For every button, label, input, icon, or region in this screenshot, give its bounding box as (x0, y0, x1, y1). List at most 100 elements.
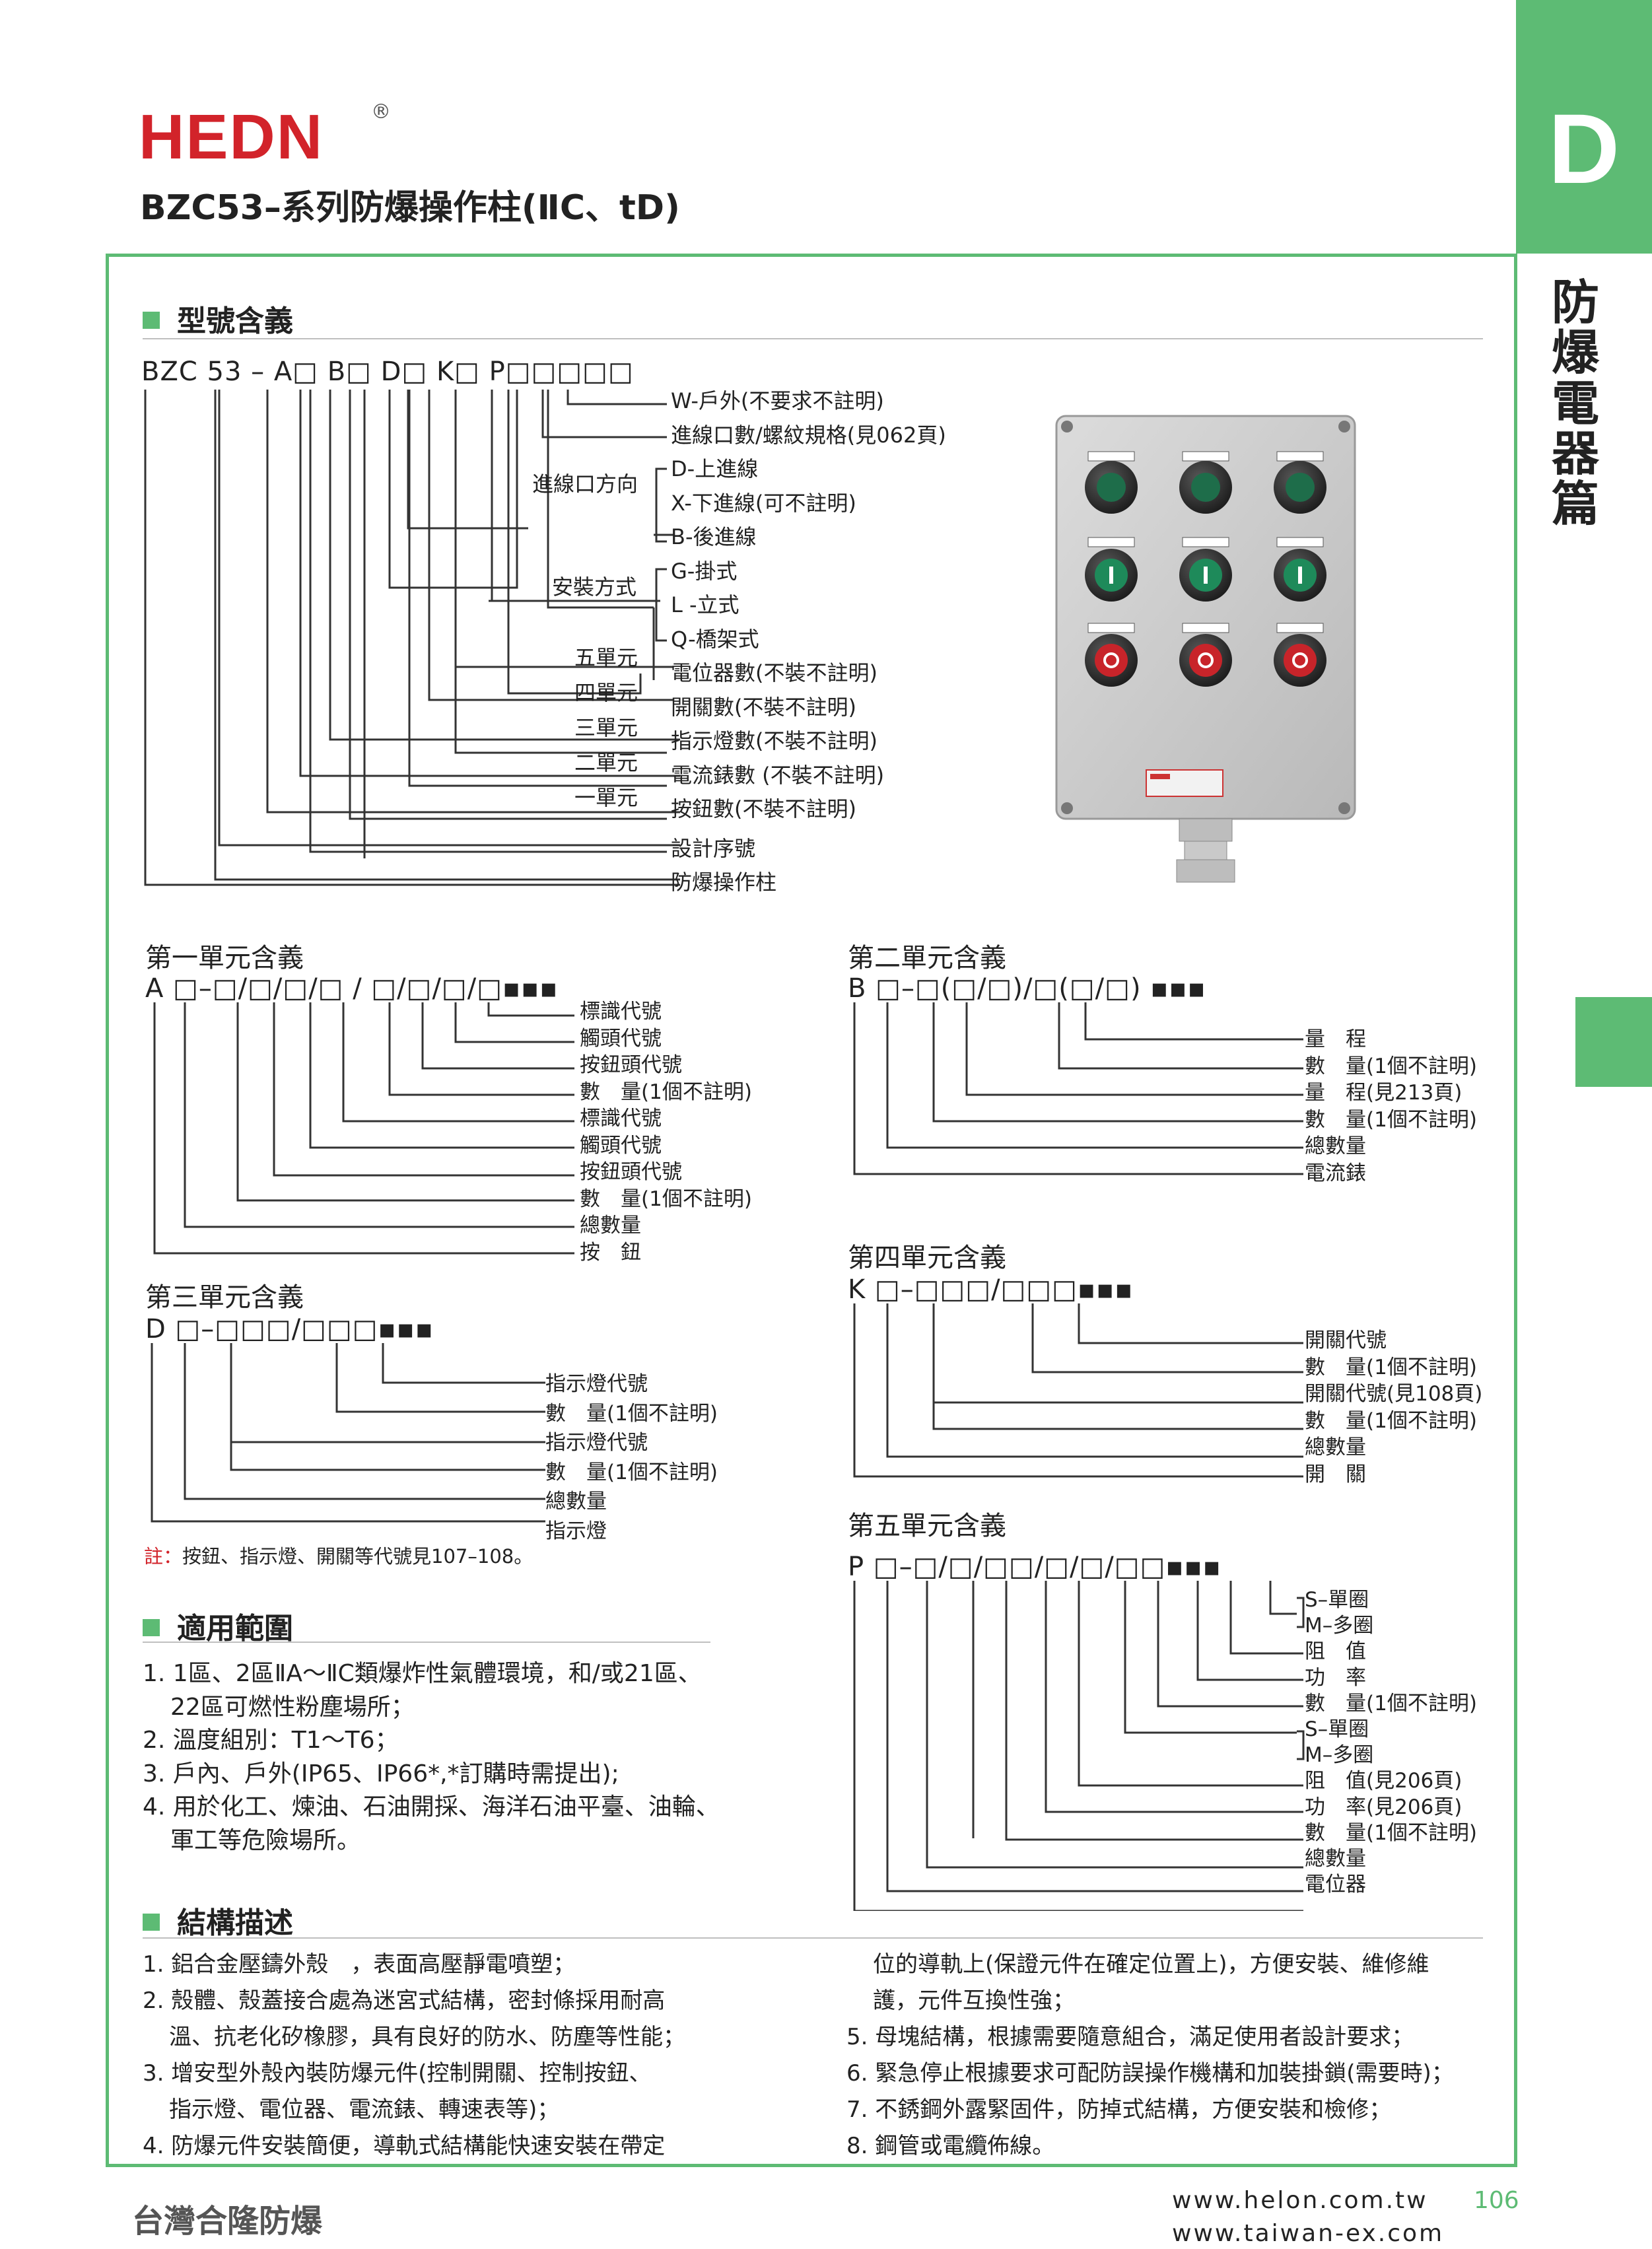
scope-item: 3. 戶內、戶外(IP65、IP66*,*訂購時需提出); (143, 1760, 619, 1787)
unit2-title: 第二單元含義 (848, 943, 1006, 973)
unit2-lines (853, 1002, 1303, 1175)
structure-item: 2. 殼體、殼蓋接合處為迷宮式結構，密封條採用耐高 (143, 1988, 666, 2014)
side-tab-letter: D (1548, 93, 1620, 204)
unit5-label: S–單圈 (1305, 1588, 1369, 1612)
structure-item: 溫、抗老化矽橡膠，具有良好的防水、防塵等性能； (169, 2024, 685, 2050)
structure-heading: 結構描述 (143, 1899, 293, 1941)
scope-rule (143, 1642, 710, 1643)
structure-item: 1. 鋁合金壓鑄外殼 ，表面高壓靜電噴塑； (143, 1951, 576, 1978)
model-label: L -立式 (671, 592, 740, 617)
unit1-label: 標識代號 (580, 1107, 662, 1130)
unit3-title: 第三單元含義 (145, 1282, 304, 1313)
model-label: 設計序號 (671, 835, 756, 861)
model-heading: 型號含義 (143, 297, 293, 339)
unit3-lines (151, 1343, 545, 1523)
unit3-labels: 指示燈代號 數 量(1個不註明) 指示燈代號 數 量(1個不註明) 總數量 指示… (545, 1369, 718, 1546)
model-label: 進線口數/螺紋規格(見062頁) (671, 422, 946, 448)
structure-item: 指示燈、電位器、電流錶、轉速表等)； (169, 2096, 560, 2123)
unit-label: 四單元 (574, 680, 638, 705)
unit5-label: 數 量(1個不註明) (1305, 1820, 1477, 1845)
unit4-labels: 開關代號 數 量(1個不註明) 開關代號(見108頁) 數 量(1個不註明) 總… (1305, 1327, 1482, 1488)
unit4-lines (853, 1303, 1303, 1478)
unit2-labels: 量 程 數 量(1個不註明) 量 程(見213頁) 數 量(1個不註明) 總數量… (1305, 1026, 1477, 1187)
model-label: 電流錶數 (不裝不註明) (671, 762, 885, 788)
unit4-label: 開 關 (1305, 1462, 1366, 1486)
unit2-code: B □–□(□/□)/□(□/□) ▪▪▪ (848, 973, 1206, 1004)
model-labels: W-戶外(不要求不註明) 進線口數/螺紋規格(見062頁) D-上進線 X-下進… (671, 384, 946, 900)
unit1-label: 按 鈕 (580, 1240, 641, 1264)
unit2-label: 總數量 (1305, 1134, 1366, 1158)
footer-url-helon[interactable]: www.helon.com.tw (1172, 2187, 1428, 2214)
model-tree-lines (144, 390, 680, 886)
scope-item: 22區可燃性粉塵場所； (170, 1693, 415, 1721)
scope-item: 軍工等危險場所。 (170, 1826, 361, 1854)
unit3-label: 總數量 (545, 1490, 607, 1513)
unit2-label: 量 程(見213頁) (1305, 1081, 1463, 1105)
unit5-title: 第五單元含義 (848, 1511, 1006, 1541)
scope-list: 1. 1區、2區ⅡA～ⅡC類爆炸性氣體環境，和/或21區、 22區可燃性粉塵場所… (143, 1657, 720, 1857)
unit3-label: 指示燈代號 (545, 1372, 648, 1396)
unit-label: 三單元 (574, 715, 638, 740)
model-code: BZC 53 – A□ B□ D□ K□ P□□□□□ (141, 357, 634, 387)
structure-item: 4. 防爆元件安裝簡便，導軌式結構能快速安裝在帶定 (143, 2133, 666, 2159)
structure-item: 6. 緊急停止根據要求可配防誤操作機構和加裝掛鎖(需要時)； (846, 2060, 1454, 2087)
structure-left-list: 1. 鋁合金壓鑄外殼 ，表面高壓靜電噴塑； 2. 殼體、殼蓋接合處為迷宮式結構，… (143, 1947, 685, 2164)
unit5-label: 電位器 (1305, 1873, 1366, 1897)
model-label: 指示燈數(不裝不註明) (671, 728, 878, 753)
side-category: 防爆電器篇 (1551, 275, 1599, 532)
structure-right-list: 位的導軌上(保證元件在確定位置上)，方便安裝、維修維 護，元件互換性強； 5. … (846, 1947, 1454, 2164)
unit1-label: 總數量 (580, 1214, 641, 1237)
model-rule (143, 338, 1483, 339)
unit4-label: 數 量(1個不註明) (1305, 1355, 1477, 1379)
unit2-label: 量 程 (1305, 1027, 1366, 1051)
model-label: 電位器數(不裝不註明) (671, 660, 878, 685)
model-label: G-掛式 (671, 558, 738, 584)
page-number: 106 (1474, 2187, 1519, 2214)
structure-item: 護，元件互換性強； (873, 1988, 1075, 2014)
scope-heading: 適用範圍 (143, 1605, 293, 1647)
unit-label: 一單元 (574, 785, 638, 810)
unit1-label: 數 量(1個不註明) (580, 1080, 752, 1104)
unit2-label: 數 量(1個不註明) (1305, 1054, 1477, 1078)
unit3-label: 指示燈 (545, 1519, 607, 1543)
structure-item: 8. 鋼管或電纜佈線。 (846, 2133, 1055, 2159)
unit5-label: S–單圈 (1305, 1717, 1369, 1742)
model-label: D-上進線 (671, 456, 759, 481)
unit5-label: 阻 值(見206頁) (1305, 1769, 1463, 1793)
unit4-label: 總數量 (1305, 1436, 1366, 1459)
unit1-labels: 標識代號 觸頭代號 按鈕頭代號 數 量(1個不註明) 標識代號 觸頭代號 按鈕頭… (580, 998, 752, 1266)
unit3-label: 指示燈代號 (545, 1431, 648, 1455)
bracket-lines (655, 467, 667, 642)
unit5-label: 阻 值 (1305, 1640, 1366, 1664)
unit1-title: 第一單元含義 (145, 943, 304, 973)
unit-label: 五單元 (574, 645, 638, 670)
registered-mark: ® (371, 100, 391, 123)
unit1-label: 數 量(1個不註明) (580, 1187, 752, 1211)
model-label: X-下進線(可不註明) (671, 490, 856, 516)
structure-item: 7. 不銹鋼外露緊固件，防掉式結構，方便安裝和檢修； (846, 2096, 1392, 2123)
section-square-icon (143, 1914, 160, 1931)
unit4-title: 第四單元含義 (848, 1243, 1006, 1273)
model-label: 防爆操作柱 (671, 870, 777, 895)
content-frame (106, 254, 1517, 2167)
model-label: W-戶外(不要求不註明) (671, 388, 884, 413)
unit5-label: 總數量 (1305, 1847, 1366, 1871)
unit1-label: 標識代號 (580, 1000, 662, 1023)
footer-company: 台灣合隆防爆 (132, 2203, 323, 2240)
footer-url-taiwan-ex[interactable]: www.taiwan-ex.com (1172, 2220, 1445, 2247)
unit-label: 二單元 (574, 750, 638, 775)
unit3-label: 數 量(1個不註明) (545, 1460, 718, 1484)
structure-rule (143, 1937, 1483, 1939)
side-tab (1516, 0, 1652, 254)
unit4-label: 開關代號(見108頁) (1305, 1382, 1483, 1406)
unit-labels: 五單元 四單元 三單元 二單元 一單元 (574, 640, 638, 815)
unit1-label: 按鈕頭代號 (580, 1053, 682, 1077)
model-label: B-後進線 (671, 524, 757, 549)
unit2-label: 數 量(1個不註明) (1305, 1107, 1477, 1132)
unit1-label: 按鈕頭代號 (580, 1160, 682, 1184)
unit1-label: 觸頭代號 (580, 1133, 662, 1158)
model-label: 按鈕數(不裝不註明) (671, 796, 856, 821)
structure-item: 3. 增安型外殼內裝防爆元件(控制開關、控制按鈕、 (143, 2060, 652, 2087)
model-connector-lines (309, 390, 673, 853)
unit1-label: 觸頭代號 (580, 1026, 662, 1051)
